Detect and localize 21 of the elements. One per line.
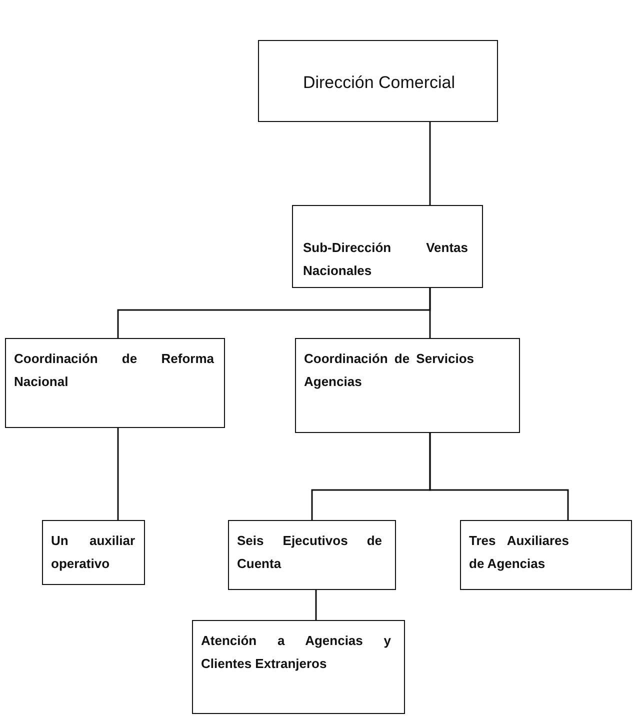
org-box (42, 520, 145, 585)
box-label: Coordinación de Reforma Nacional (14, 350, 214, 391)
box-label: Un auxiliar operativo (51, 532, 135, 573)
org-box (5, 338, 225, 428)
box-label: Atención a Agencias y Clientes Extranjeros (201, 632, 391, 673)
connector-line (429, 433, 569, 520)
org-box (192, 620, 405, 714)
box-label: Coordinación de Servicios Agencias (304, 350, 474, 391)
connector-line (429, 122, 431, 205)
org-box (460, 520, 632, 590)
org-box (292, 205, 483, 288)
connector-line (315, 590, 317, 620)
box-label: Dirección Comercial (302, 72, 456, 94)
org-box (295, 338, 520, 433)
box-label: Seis Ejecutivos de Cuenta (237, 532, 382, 573)
org-box (258, 40, 498, 122)
connector-line (429, 288, 431, 338)
box-label: Tres Auxiliares de Agencias (469, 532, 569, 573)
box-label: Sub-Dirección Ventas Nacionales (303, 239, 468, 280)
connector-line (117, 428, 119, 520)
org-box (228, 520, 396, 590)
